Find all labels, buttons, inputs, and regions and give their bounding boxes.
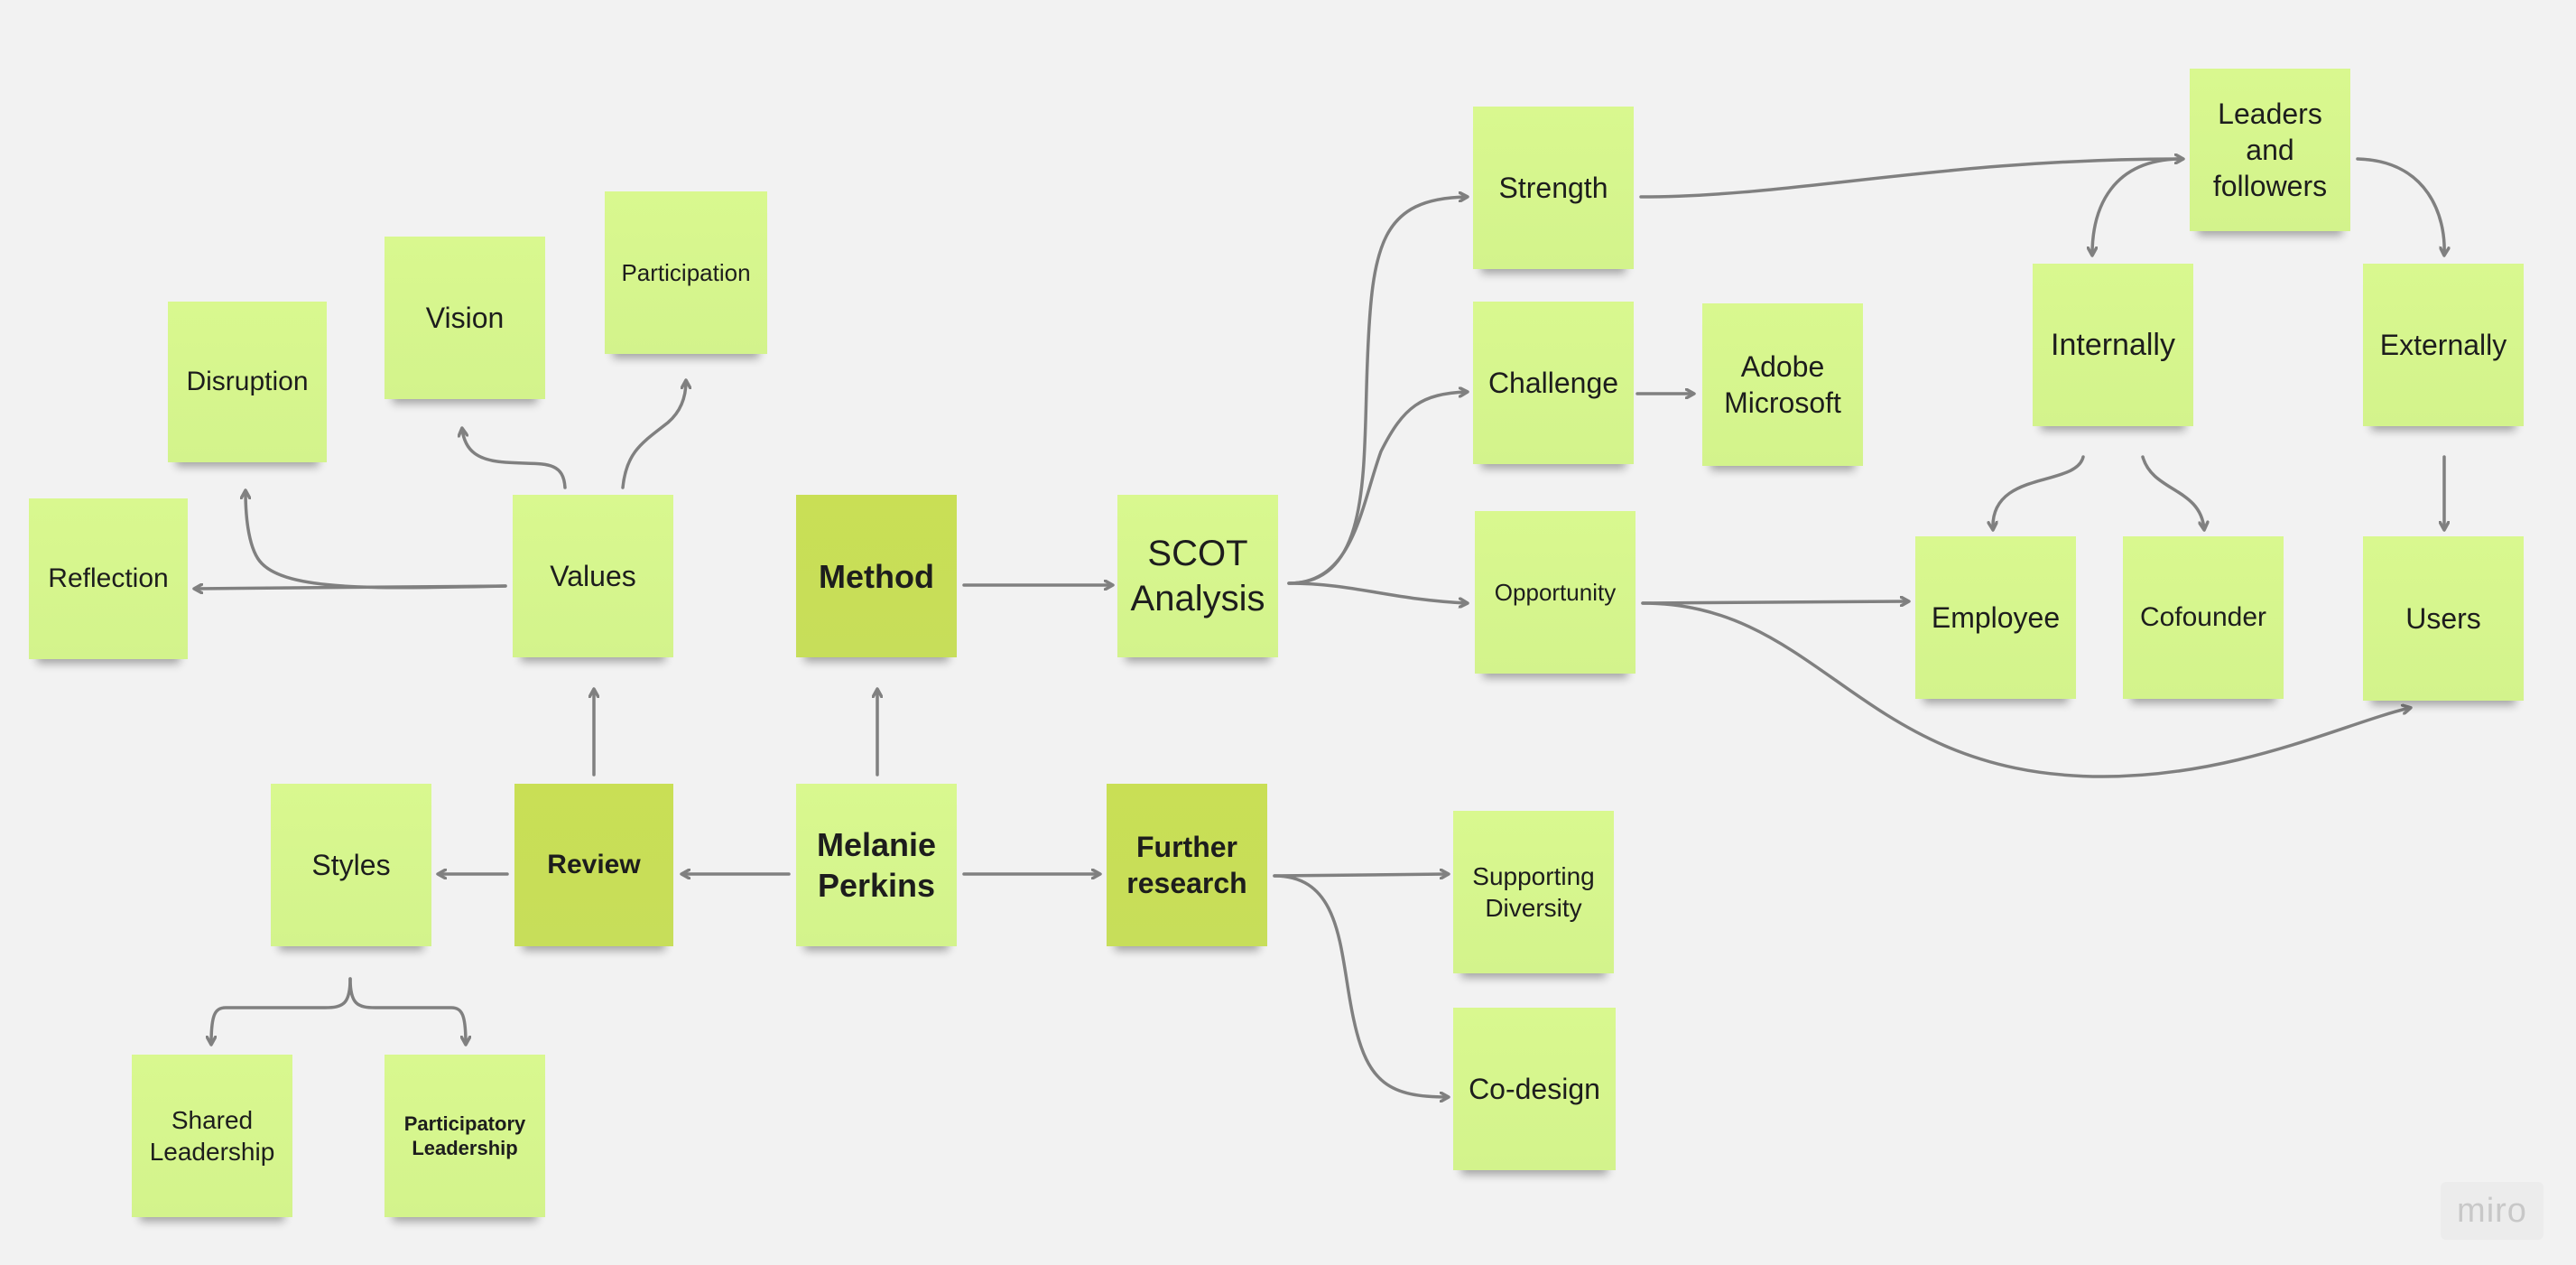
connector-opportunity-to-employee xyxy=(1641,601,1908,603)
note-adobe-microsoft[interactable]: Adobe Microsoft xyxy=(1702,303,1863,466)
connector-scot-to-opportunity xyxy=(1287,581,1467,603)
note-co-design[interactable]: Co-design xyxy=(1453,1008,1616,1170)
note-employee[interactable]: Employee xyxy=(1915,536,2076,699)
connector-styles-to-shared xyxy=(211,977,352,1044)
connector-values-to-disruption xyxy=(246,491,507,590)
note-scot-analysis[interactable]: SCOT Analysis xyxy=(1117,495,1278,657)
connector-internally-to-cofounder xyxy=(2141,455,2204,529)
note-method[interactable]: Method xyxy=(796,495,957,657)
note-reflection[interactable]: Reflection xyxy=(29,498,188,659)
note-styles[interactable]: Styles xyxy=(271,784,431,946)
note-review[interactable]: Review xyxy=(514,784,673,946)
note-supporting-diversity[interactable]: Supporting Diversity xyxy=(1453,811,1614,973)
note-strength[interactable]: Strength xyxy=(1473,107,1634,269)
note-leaders-and-followers[interactable]: Leaders and followers xyxy=(2190,69,2350,231)
connector-internally-to-employee xyxy=(1993,455,2085,529)
connector-leaders-to-internally xyxy=(2092,157,2184,255)
note-further-research[interactable]: Further research xyxy=(1107,784,1267,946)
connector-styles-to-participatory xyxy=(348,977,466,1044)
note-challenge[interactable]: Challenge xyxy=(1473,302,1634,464)
note-cofounder[interactable]: Cofounder xyxy=(2123,536,2284,699)
connector-research-to-diversity xyxy=(1273,874,1448,876)
connector-scot-to-strength xyxy=(1287,197,1467,585)
miro-watermark-logo: miro xyxy=(2441,1182,2544,1240)
note-vision[interactable]: Vision xyxy=(385,237,545,399)
connector-opportunity-to-users xyxy=(1641,601,2410,778)
note-participation[interactable]: Participation xyxy=(605,191,767,354)
connector-research-to-codesign xyxy=(1273,874,1448,1097)
note-disruption[interactable]: Disruption xyxy=(168,302,327,462)
connector-strength-to-leaders xyxy=(1639,159,2182,199)
note-melanie-perkins[interactable]: Melanie Perkins xyxy=(796,784,957,946)
note-externally[interactable]: Externally xyxy=(2363,264,2524,426)
note-users[interactable]: Users xyxy=(2363,536,2524,701)
note-participatory-leadership[interactable]: Participatory Leadership xyxy=(385,1055,545,1217)
connector-leaders-to-externally xyxy=(2356,157,2444,255)
connector-scot-to-challenge xyxy=(1287,392,1467,585)
connector-values-to-participation xyxy=(621,381,686,489)
note-internally[interactable]: Internally xyxy=(2033,264,2193,426)
note-opportunity[interactable]: Opportunity xyxy=(1475,511,1635,674)
note-values[interactable]: Values xyxy=(513,495,673,657)
connector-values-to-vision xyxy=(462,429,567,489)
note-shared-leadership[interactable]: Shared Leadership xyxy=(132,1055,292,1217)
